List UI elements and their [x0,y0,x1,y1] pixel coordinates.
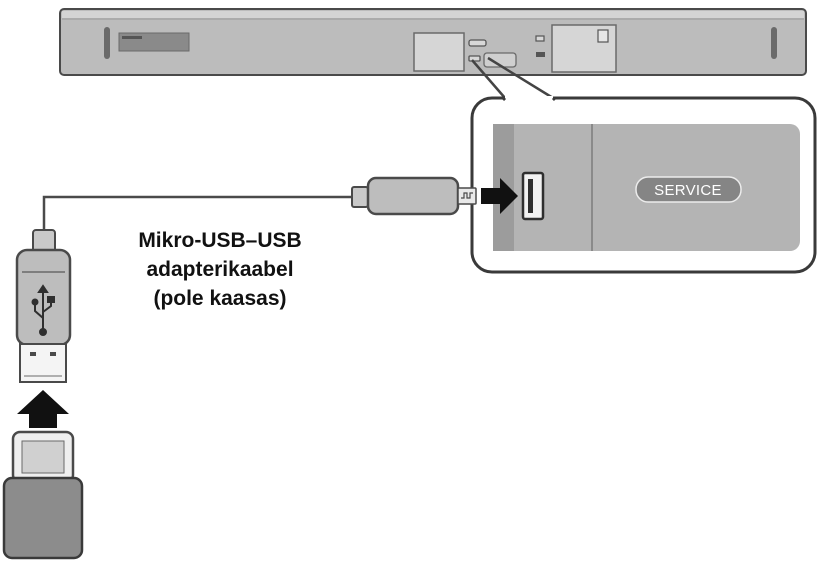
usb-flash-drive [2,430,84,560]
callout-pointer [471,56,554,100]
insert-arrow-up-icon [17,390,69,428]
callout-pointer-join [501,96,557,102]
insert-arrow-right-icon [481,178,518,214]
soundbar-top-shade [62,11,804,18]
cable-caption-line-1: Mikro-USB–USB [138,229,302,252]
soundbar-power-socket [597,29,609,43]
micro-usb-plug-body [366,176,460,216]
soundbar-small-connector-1 [468,39,487,47]
soundbar-label-plate [118,32,190,52]
cable-caption-line-3: (pole kaasas) [153,287,287,310]
micro-usb-plug-tip-pins [461,192,473,199]
service-port-label: SERVICE [654,182,722,199]
cable-caption-line-2: adapterikaabel [146,258,294,281]
soundbar-left-slot [104,27,110,59]
usb-cable [15,176,518,428]
usb-drive-port-inner [21,440,65,474]
soundbar-port-box-left [413,32,465,72]
micro-usb-port-inner [528,179,533,213]
soundbar-small-connector-4 [536,52,545,57]
soundbar-small-connector-2 [468,55,481,62]
soundbar-label-mark [122,36,142,39]
usb-drive-body [2,476,84,560]
micro-usb-plug-strain [351,186,369,208]
soundbar-service-cover [483,52,517,68]
soundbar-right-slot [771,27,777,59]
cable-wire [42,195,354,232]
soundbar [59,8,807,76]
soundbar-small-connector-3 [535,35,545,42]
cable-caption: Mikro-USB–USB adapterikaabel (pole kaasa… [100,226,340,313]
usb-a-plug-hole-1 [30,352,36,356]
usb-a-plug-hole-2 [50,352,56,356]
usb-trident-icon [31,284,55,336]
service-port-badge [635,176,742,203]
zoom-callout: SERVICE [470,56,817,274]
